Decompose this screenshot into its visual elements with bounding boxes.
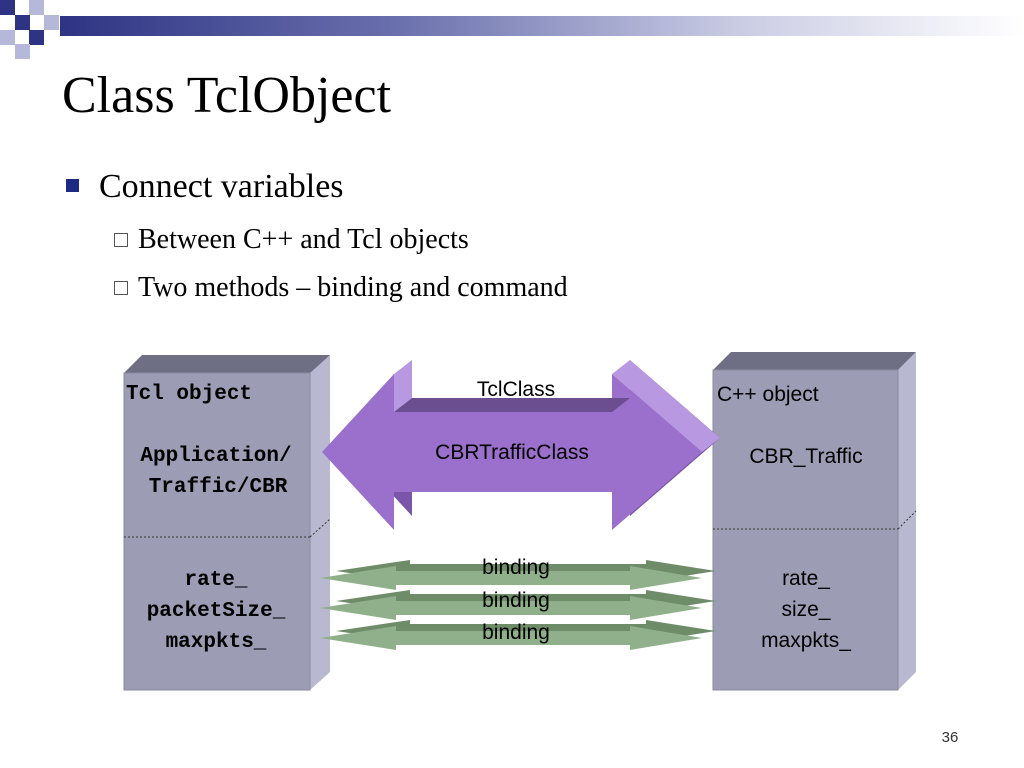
- arrow-front-face: [322, 374, 702, 530]
- header-gradient-band: [60, 16, 1024, 36]
- tclclass-double-arrow: TclClass CBRTrafficClass: [322, 360, 720, 530]
- binding-label-2: binding: [482, 589, 550, 612]
- tcl-box-front-face: [123, 372, 311, 691]
- binding-arrow-2-front: [320, 596, 702, 620]
- cpp-box-side-face: [898, 352, 916, 690]
- sub-bullet-text: Between C++ and Tcl objects: [138, 224, 469, 255]
- header-square-light-3: [0, 30, 15, 45]
- cbrtrafficclass-label: CBRTrafficClass: [435, 441, 589, 464]
- sub-bullet-2: Two methods – binding and command: [114, 272, 568, 304]
- tcl-var-maxpkts: maxpkts_: [166, 631, 267, 654]
- tcl-var-packetsize: packetSize_: [147, 600, 286, 623]
- cpp-var-size: size_: [781, 598, 830, 621]
- bullet-square-icon: [66, 178, 79, 192]
- cpp-object-box: C++ object CBR_Traffic rate_ size_ maxpk…: [712, 352, 917, 691]
- header-square-light-2: [44, 15, 59, 30]
- cpp-box-top-face: [713, 352, 916, 370]
- cpp-box-front-face: [712, 369, 899, 691]
- sub-bullet-text: Two methods – binding and command: [138, 272, 568, 303]
- page-number: 36: [941, 729, 959, 746]
- slide-title: Class TclObject: [62, 67, 392, 124]
- arrow-top-bevel: [394, 398, 630, 412]
- binding-arrow-3: binding: [320, 620, 716, 650]
- cpp-var-rate: rate_: [782, 567, 830, 590]
- tcl-class-line-1: Application/: [140, 445, 291, 468]
- binding-arrow-3-front: [320, 626, 702, 650]
- tcl-box-top-face: [124, 355, 330, 373]
- header-square-navy-1: [0, 0, 15, 15]
- bullet-main-text: Connect variables: [99, 168, 344, 205]
- cpp-box-side-divider: [897, 510, 917, 530]
- arrow-left-bevel: [394, 360, 412, 412]
- tclclass-label: TclClass: [477, 378, 555, 401]
- bullet-main: Connect variables: [66, 168, 344, 206]
- hollow-square-icon: [114, 280, 128, 295]
- binding-label-1: binding: [482, 556, 550, 579]
- header-square-light-1: [29, 0, 44, 15]
- hollow-square-icon: [114, 232, 128, 247]
- binding-arrow-1-front: [320, 566, 702, 590]
- header-square-navy-3: [29, 30, 44, 45]
- cpp-class-name: CBR_Traffic: [749, 445, 862, 468]
- sub-bullet-1: Between C++ and Tcl objects: [114, 224, 469, 256]
- binding-arrow-1: binding: [320, 556, 716, 590]
- tcl-object-box: Tcl object Application/ Traffic/CBR rate…: [123, 355, 331, 691]
- tcl-var-rate: rate_: [184, 569, 247, 592]
- cpp-var-maxpkts: maxpkts_: [761, 629, 851, 652]
- header-square-navy-2: [15, 15, 30, 30]
- binding-label-3: binding: [482, 621, 550, 644]
- tcl-box-side-divider: [309, 518, 331, 538]
- header-square-light-4: [15, 44, 30, 59]
- cpp-box-header: C++ object: [717, 383, 819, 406]
- binding-arrow-2: binding: [320, 589, 716, 620]
- tcl-box-side-face: [310, 355, 330, 690]
- tcl-box-header: Tcl object: [126, 383, 252, 406]
- arrow-right-bevel: [612, 360, 720, 452]
- tcl-class-line-2: Traffic/CBR: [149, 476, 288, 499]
